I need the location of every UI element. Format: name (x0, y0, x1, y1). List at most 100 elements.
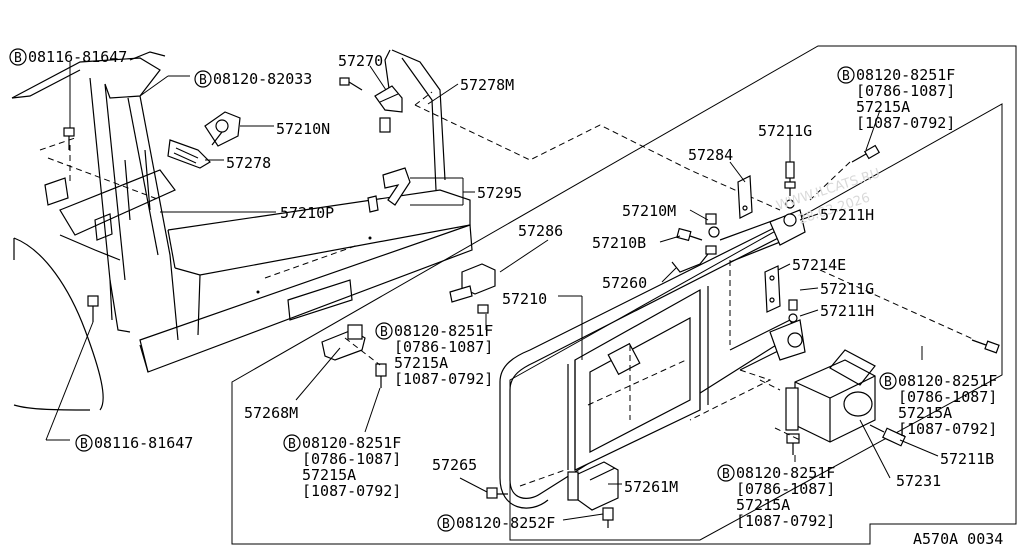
bracket-icon (167, 139, 211, 169)
bolt-badge-icon (879, 372, 897, 390)
part-number-label: 57286 (518, 222, 563, 240)
part-number-label: 57260 (602, 274, 647, 292)
bolt-icon (339, 77, 363, 91)
part-number-label: 57278 (226, 154, 271, 172)
part-number-label: 57211H (820, 302, 874, 320)
part-subline-label: 57215A (394, 354, 448, 372)
bolt-icon (851, 144, 881, 163)
bolt-badge-icon (437, 514, 455, 532)
part-number-label: 08120-8251F (394, 322, 493, 340)
latch-icon (367, 167, 411, 213)
callout-57210B: 57210B (592, 234, 646, 252)
callout-08116-81647: B 08116-81647 (9, 48, 127, 66)
part-subline-label: [0786-1087] (302, 450, 401, 468)
part-subline-label: [0786-1087] (856, 82, 955, 100)
bolt-icon (63, 127, 75, 150)
part-number-label: 57210B (592, 234, 646, 252)
part-number-label: 57211G (758, 122, 812, 140)
part-number-label: 57270 (338, 52, 383, 70)
badge-letter: B (14, 51, 22, 66)
part-number-label: 57210 (502, 290, 547, 308)
callout-08120-8251F: B 08120-8251F[0786-1087]57215A[1087-0792] (879, 372, 997, 438)
part-number-label: 57210P (280, 204, 334, 222)
bolt-badge-icon (717, 464, 735, 482)
hinge-parts (671, 144, 1000, 361)
callout-57231: 57231 (896, 472, 941, 490)
callout-08120-82033: B 08120-82033 (194, 70, 312, 88)
part-subline-label: [1087-0792] (898, 420, 997, 438)
upper-parts (47, 77, 781, 213)
callout-57210M: 57210M (622, 202, 676, 220)
callout-57268M: 57268M (244, 404, 298, 422)
callout-57211H: 57211H (820, 206, 874, 224)
part-subline-label: [1087-0792] (856, 114, 955, 132)
part-number-label: 08120-8251F (898, 372, 997, 390)
badge-letter: B (380, 325, 388, 340)
callout-57214E: 57214E (792, 256, 846, 274)
bolt-badge-icon (283, 434, 301, 452)
callout-57210N: 57210N (276, 120, 330, 138)
callout-57261M: 57261M (624, 478, 678, 496)
part-number-label: 08120-8251F (736, 464, 835, 482)
part-subline-label: [1087-0792] (394, 370, 493, 388)
part-subline-label: 57215A (856, 98, 910, 116)
part-number-label: 57210N (276, 120, 330, 138)
part-subline-label: 57215A (736, 496, 790, 514)
bolt-badge-icon (837, 66, 855, 84)
callout-57211H: 57211H (820, 302, 874, 320)
tire-carrier (499, 217, 801, 509)
callout-57210P: 57210P (280, 204, 334, 222)
part-subline-label: [0786-1087] (898, 388, 997, 406)
callout-57270: 57270 (338, 52, 383, 70)
badge-letter: B (722, 467, 730, 482)
bolt-badge-icon (75, 434, 93, 452)
callout-57295: 57295 (477, 184, 522, 202)
part-subline-label: 57215A (898, 404, 952, 422)
part-number-label: 08116-81647 (28, 48, 127, 66)
part-number-label: 57211G (820, 280, 874, 298)
part-number-label: 08120-82033 (213, 70, 312, 88)
callout-57278M: 57278M (460, 76, 514, 94)
badge-letter: B (842, 69, 850, 84)
actuator-icon (774, 349, 906, 455)
bolt-badge-icon (194, 70, 212, 88)
callout-57211G: 57211G (758, 122, 812, 140)
frame-outline (231, 45, 1017, 545)
leader-lines (45, 62, 939, 521)
part-number-label: 57278M (460, 76, 514, 94)
badge-letter: B (288, 437, 296, 452)
callout-57211G: 57211G (820, 280, 874, 298)
callout-57211B: 57211B (940, 450, 994, 468)
callout-57260: 57260 (602, 274, 647, 292)
part-number-label: 57214E (792, 256, 846, 274)
part-subline-label: [1087-0792] (736, 512, 835, 530)
callout-08120-8251F: B 08120-8251F[0786-1087]57215A[1087-0792] (717, 464, 835, 530)
diagram-code: A570A 0034 (913, 530, 1003, 548)
part-subline-label: [1087-0792] (302, 482, 401, 500)
part-number-label: 08120-8252F (456, 514, 555, 532)
part-subline-label: [0786-1087] (736, 480, 835, 498)
callout-57265: 57265 (432, 456, 477, 474)
badge-letter: B (884, 375, 892, 390)
callout-57284: 57284 (688, 146, 733, 164)
clip-icon (374, 85, 403, 113)
part-number-label: 57231 (896, 472, 941, 490)
badge-letter: B (199, 73, 207, 88)
vehicle-body (11, 49, 473, 411)
bolt-badge-icon (9, 48, 27, 66)
part-number-label: 08120-8251F (302, 434, 401, 452)
part-number-label: 57211H (820, 206, 874, 224)
part-number-label: 57268M (244, 404, 298, 422)
callout-57278: 57278 (226, 154, 271, 172)
part-number-label: 57211B (940, 450, 994, 468)
part-number-label: 57210M (622, 202, 676, 220)
callout-57286: 57286 (518, 222, 563, 240)
badge-letter: B (80, 437, 88, 452)
